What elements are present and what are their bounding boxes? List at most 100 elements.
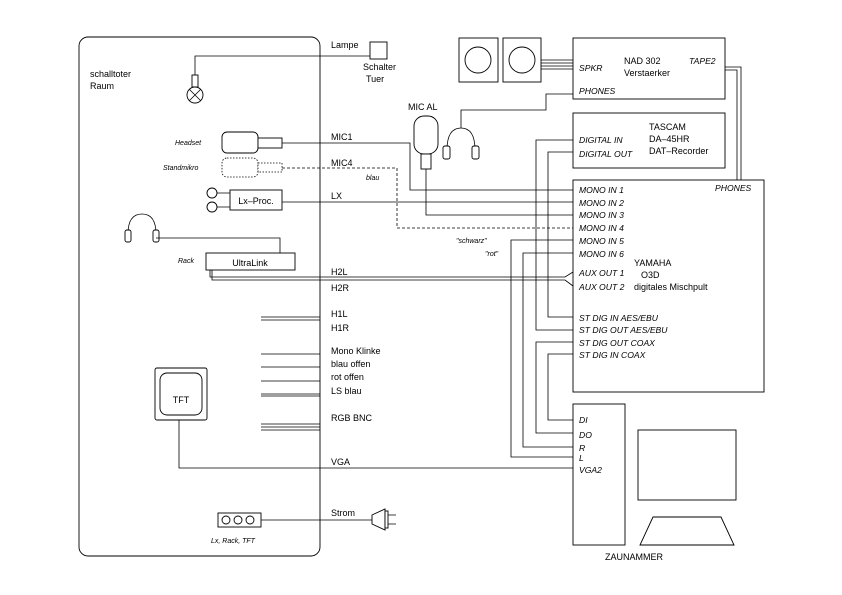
wire-mono6 [522,252,573,448]
label-h2r: H2R [331,283,350,293]
yamaha-desc: digitales Mischpult [634,282,708,292]
door-switch-icon [369,41,388,60]
label-mono-klinke: Mono Klinke [331,346,381,356]
wire-phones-nad [460,93,573,128]
wire-tape2 [725,66,742,180]
room-outline [78,36,321,557]
tft-label: TFT [173,395,190,405]
wire-coax-in [547,353,573,421]
wire-h2r [211,270,574,287]
computer-port: DI [579,415,588,425]
yamaha-box [572,179,765,393]
tascam-digital-in: DIGITAL IN [579,135,623,145]
label-tuer: Tuer [366,74,384,84]
ultralink-label: UltraLink [232,258,268,268]
computer-port: L [579,453,584,463]
wire-h1 [261,316,320,321]
label-lx: LX [331,191,342,201]
lx-lamp-icon [206,187,230,213]
room-headphones-icon [124,213,160,243]
yamaha-port: AUX OUT 1 [578,268,625,278]
stand-mic-icon [221,157,283,178]
nad-phones: PHONES [579,86,616,96]
nad-desc: Verstaerker [624,68,670,78]
computer-monitor-icon [637,429,737,546]
yamaha-phones: PHONES [715,183,752,193]
label-mic4: MIC4 [331,158,353,168]
nad-spkr: SPKR [579,63,602,73]
wire-vga [178,420,573,469]
nad302-box [572,37,726,100]
computer-port: R [579,443,585,453]
yamaha-port: MONO IN 6 [579,249,624,259]
label-ls-blau: LS blau [331,386,362,396]
label-h1r: H1R [331,323,350,333]
yamaha-port: ST DIG OUT AES/EBU [579,325,668,335]
yamaha-port: ST DIG IN AES/EBU [579,313,659,323]
yamaha-port: MONO IN 4 [579,223,624,233]
label-blau: blau [366,175,379,182]
yamaha-name: YAMAHA [634,258,671,268]
wire-mic4 [282,167,573,229]
computer-port: VGA2 [579,465,602,475]
wire-coax-out [535,341,573,434]
tascam-name: TASCAM [649,122,686,132]
computer-port: DO [579,430,592,440]
mic-al-icon [413,115,439,170]
label-h2l: H2L [331,267,348,277]
label-h1l: H1L [331,309,348,319]
ultralink-box [205,252,296,271]
label-standmikro: Standmikro [163,165,199,172]
label-rgb-bnc: RGB BNC [331,413,373,423]
tascam-digital-out: DIGITAL OUT [579,149,633,159]
label-mic-al: MIC AL [408,102,438,112]
tascam-box [572,112,726,169]
yamaha-port: MONO IN 2 [579,198,624,208]
label-rack: Rack [178,258,194,265]
nad-tape2: TAPE2 [689,56,716,66]
room-title-line2: Raum [90,81,114,91]
yamaha-port: MONO IN 5 [579,236,624,246]
label-vga: VGA [331,457,350,467]
yamaha-port: ST DIG OUT COAX [579,338,655,348]
nad-name: NAD 302 [624,56,661,66]
lx-proc-box [229,189,283,211]
wire-misc-cables [261,353,320,397]
yamaha-port: ST DIG IN COAX [579,350,646,360]
tascam-desc: DAT–Recorder [649,146,708,156]
label-mic1: MIC1 [331,132,353,142]
wire-rgb-bnc [261,423,320,431]
tft-monitor-screen [159,372,203,416]
label-schwarz: "schwarz" [456,238,487,245]
wire-digital-in [535,139,573,331]
wire-mic3 [425,169,573,216]
power-strip-label: Lx, Rack, TFT [211,538,256,545]
lamp-icon [186,55,320,104]
label-lampe: Lampe [331,40,359,50]
yamaha-port: MONO IN 1 [579,185,624,195]
yamaha-port: MONO IN 3 [579,210,624,220]
wire-mic1 [282,142,573,191]
speaker-left-icon [458,37,499,83]
label-headset: Headset [175,140,202,147]
label-strom: Strom [331,508,355,518]
label-rot: "rot" [485,251,499,258]
yamaha-port: AUX OUT 2 [578,282,625,292]
label-rot-offen: rot offen [331,372,364,382]
label-blau-offen: blau offen [331,359,370,369]
computer-tower [572,403,626,546]
speaker-right-icon [502,37,542,83]
room-title-line1: schalltoter [90,69,131,79]
headset-mic-icon [221,131,283,154]
power-strip-icon [217,512,262,528]
power-plug-icon [371,508,396,531]
lx-proc-label: Lx–Proc. [238,196,274,206]
wire-h2l [209,270,574,278]
label-schalter: Schalter [363,62,396,72]
yamaha-model: O3D [641,270,660,280]
wire-digital-out [547,151,573,318]
computer-name: ZAUNAMMER [605,552,663,562]
wire-headphones-rack [156,237,281,255]
wire-speakers [541,59,573,70]
